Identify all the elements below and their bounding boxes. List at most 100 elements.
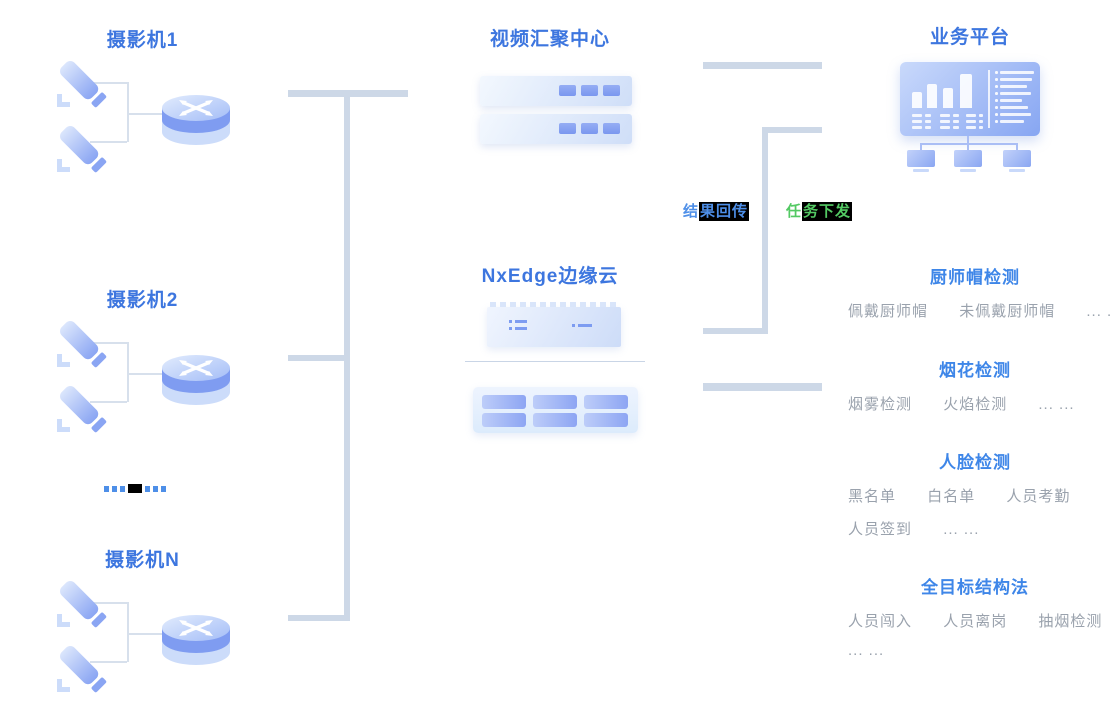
more-cameras-ellipsis <box>104 484 166 493</box>
list-dot <box>995 106 998 109</box>
compute-modules-icon <box>473 387 638 433</box>
dash <box>953 126 959 129</box>
wire <box>90 82 127 84</box>
detection-item: ... ... <box>943 521 980 538</box>
wire <box>127 342 129 402</box>
camera-icon <box>57 646 107 693</box>
monitor-wire <box>967 136 969 144</box>
platform-title: 业务平台 <box>929 27 1010 48</box>
list-line <box>1000 113 1031 116</box>
panel-divider <box>988 70 990 128</box>
camera-group-2: 摄影机2 <box>40 280 290 475</box>
module <box>584 413 628 427</box>
list-dot <box>995 78 998 81</box>
detection-item: ... ... <box>1038 396 1075 413</box>
module <box>533 413 577 427</box>
camera-icon <box>57 386 107 433</box>
monitor-wire <box>920 143 1018 145</box>
bus-line-bottom <box>288 615 350 621</box>
label-task-dispatch-head: 任 <box>786 203 803 220</box>
list-line <box>1000 78 1032 81</box>
dash <box>912 114 922 117</box>
list-line <box>1000 85 1027 88</box>
monitor-icon <box>954 150 982 172</box>
section-row: 黑名单 白名单 人员考勤 <box>848 485 1096 506</box>
wire <box>90 141 127 143</box>
monitor-icon <box>1003 150 1031 172</box>
dot <box>104 485 109 492</box>
list-line <box>1000 120 1024 123</box>
dash <box>912 120 922 123</box>
dash <box>953 120 959 123</box>
connector-hub-platform <box>703 62 822 69</box>
server-led <box>559 85 576 96</box>
camera-group-n: 摄影机N <box>40 540 290 720</box>
wire <box>127 113 172 115</box>
section-heading-chef-hat: 厨师帽检测 <box>930 268 1020 287</box>
dash <box>940 114 950 117</box>
server-led <box>581 85 598 96</box>
connector-edge-platform <box>703 383 822 391</box>
wire <box>90 342 127 344</box>
section-heading-face: 人脸检测 <box>939 453 1011 472</box>
chip-mark <box>515 327 527 330</box>
camera-icon <box>57 61 107 108</box>
module <box>482 395 526 409</box>
dashboard-icon <box>900 62 1040 136</box>
detection-item: ... ... <box>1086 303 1110 320</box>
chart-bar <box>912 92 922 108</box>
list-dot <box>995 85 998 88</box>
camera-icon <box>57 126 107 173</box>
label-task-dispatch: 任务下发 <box>786 200 853 221</box>
wire <box>127 82 129 142</box>
dash <box>940 126 950 129</box>
camera-group-n-title: 摄影机N <box>105 550 180 571</box>
label-result-return-head: 结 <box>683 203 700 220</box>
chip-mark <box>515 320 527 323</box>
detection-item: 火焰检测 <box>943 396 1008 413</box>
section-row: 人员闯入 人员离岗 抽烟检测 <box>848 610 1110 631</box>
section-row: ... ... <box>848 642 910 659</box>
list-dot <box>995 113 998 116</box>
section-heading-fireworks: 烟花检测 <box>939 361 1011 380</box>
detection-item: 人员闯入 <box>848 613 913 630</box>
dash <box>966 126 976 129</box>
chip-mark <box>509 320 512 323</box>
module <box>533 395 577 409</box>
dot <box>153 485 158 492</box>
wire <box>127 633 172 635</box>
wire <box>90 602 127 604</box>
camera-icon <box>57 321 107 368</box>
label-task-dispatch-rest: 务下发 <box>802 202 853 221</box>
dash <box>925 126 931 129</box>
module <box>482 413 526 427</box>
monitor-icon <box>907 150 935 172</box>
chip-mark <box>509 327 512 330</box>
wire <box>90 401 127 403</box>
dash <box>925 114 931 117</box>
server-icon <box>480 114 632 144</box>
dash <box>912 126 922 129</box>
dot <box>112 485 117 492</box>
section-row: 烟雾检测 火焰检测 ... ... <box>848 393 1101 414</box>
section-heading-full-target: 全目标结构法 <box>921 578 1029 597</box>
detection-item: 抽烟检测 <box>1038 613 1103 630</box>
dash <box>979 126 983 129</box>
bus-line-vertical <box>344 90 350 621</box>
camera-group-1-title: 摄影机1 <box>106 30 179 51</box>
server-led <box>559 123 576 134</box>
dot-highlight <box>128 484 142 493</box>
connector-z-top <box>765 127 822 133</box>
dot <box>120 485 125 492</box>
detection-item: 未佩戴厨师帽 <box>959 303 1056 320</box>
dash <box>979 114 983 117</box>
edge-chip-icon <box>487 302 621 347</box>
dot <box>145 485 150 492</box>
dash <box>966 120 976 123</box>
detection-item: 烟雾检测 <box>848 396 913 413</box>
detection-item: 白名单 <box>927 488 976 505</box>
connector-z-bottom <box>703 328 768 334</box>
module <box>584 395 628 409</box>
dash <box>979 120 983 123</box>
